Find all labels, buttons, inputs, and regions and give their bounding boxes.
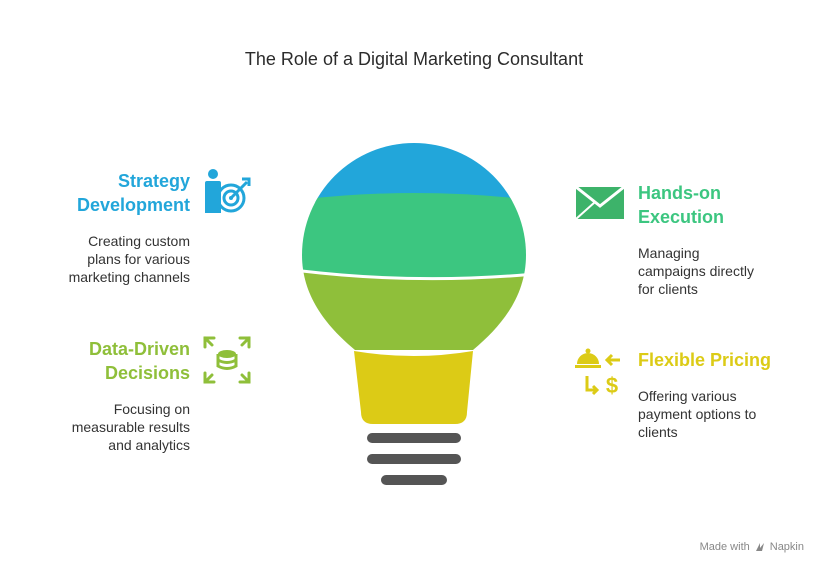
bulb-base-ring [367, 433, 461, 443]
data-heading-line: Data-Driven [88, 339, 190, 359]
napkin-brand-text: Napkin [769, 541, 804, 553]
data-description: Focusing on measurable results and analy… [20, 400, 190, 454]
bulb-segment-pricing [354, 351, 473, 424]
made-with-text: Made with [699, 541, 750, 553]
strategy-heading-line: Development [76, 195, 190, 215]
diagram-title: The Role of a Digital Marketing Consulta… [244, 49, 584, 69]
data-desc-line: and analytics [108, 437, 190, 453]
strategy-heading: Strategy Development [40, 169, 190, 217]
data-desc-line: measurable results [71, 419, 190, 435]
strategy-target-person-icon [205, 169, 251, 213]
strategy-description: Creating custom plans for various market… [20, 232, 190, 286]
data-desc-line: Focusing on [113, 401, 190, 417]
pricing-desc-line: clients [638, 424, 678, 440]
data-heading-line: Decisions [104, 363, 190, 383]
execution-heading-line: Hands-on [638, 183, 721, 203]
bulb-segment-execution [302, 193, 526, 278]
pricing-desc-line: Offering various [638, 388, 737, 404]
napkin-logo-icon [755, 543, 764, 551]
execution-description: Managing campaigns directly for clients [638, 244, 818, 298]
svg-text:$: $ [606, 373, 618, 396]
execution-heading: Hands-on Execution [638, 181, 808, 229]
bulb-base-ring [381, 475, 447, 485]
pricing-description: Offering various payment options to clie… [638, 387, 818, 441]
pricing-desc-line: payment options to [638, 406, 757, 422]
strategy-desc-line: plans for various [87, 251, 190, 267]
pricing-heading: Flexible Pricing [638, 350, 772, 370]
strategy-heading-line: Strategy [117, 171, 190, 191]
bulb-segment-strategy [302, 143, 526, 205]
strategy-desc-line: marketing channels [68, 269, 190, 285]
execution-desc-line: Managing [638, 245, 700, 261]
execution-heading-line: Execution [638, 207, 725, 227]
execution-desc-line: for clients [638, 281, 698, 297]
service-bell-dollar-icon: $ [575, 348, 620, 396]
bulb-base-ring [367, 454, 461, 464]
envelope-icon [575, 186, 625, 220]
strategy-desc-line: Creating custom [88, 233, 190, 249]
made-with-footer: Made with Napkin [700, 541, 804, 553]
data-heading: Data-Driven Decisions [40, 337, 190, 385]
database-expand-icon [203, 336, 251, 384]
bulb-segment-data [302, 271, 526, 350]
execution-desc-line: campaigns directly [638, 263, 754, 279]
